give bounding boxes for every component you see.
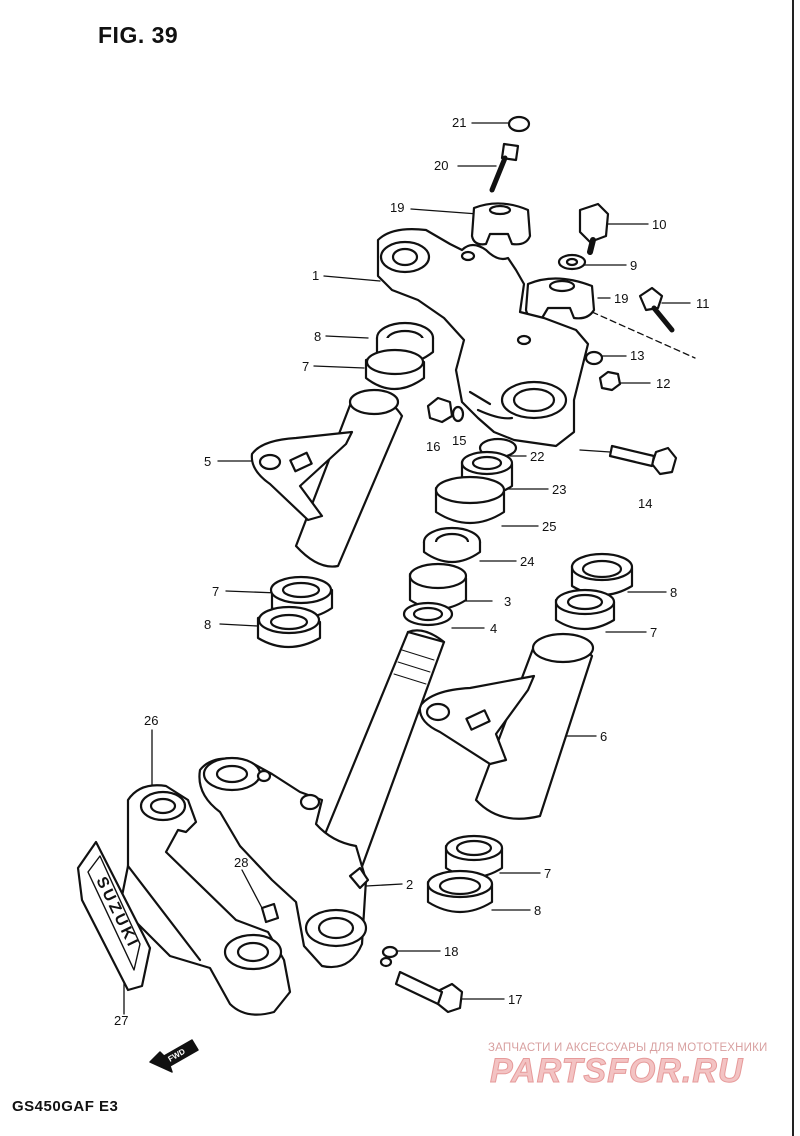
part-7-spacer-left-upper [364,348,426,390]
callout-17: 17 [508,992,523,1007]
watermark-logo: PARTSFOR.RU [489,1052,744,1091]
callout-21: 21 [452,115,467,130]
page-edge-line [792,0,794,1136]
part-8-cushion-right [570,552,634,596]
callout-28: 28 [234,855,249,870]
callout-24: 24 [520,554,535,569]
callout-12: 12 [656,376,671,391]
callout-13: 13 [630,348,645,363]
part-26-cover [118,784,292,1016]
callout-8-right: 8 [670,585,678,600]
figure-title: FIG. 39 [98,22,179,48]
callout-6: 6 [600,729,608,744]
part-1-upper-bracket [376,228,590,448]
callout-20: 20 [434,158,449,173]
part-2-steering-stem [314,629,446,874]
callout-27: 27 [114,1013,129,1028]
part-8-cushion-right-lower [426,869,494,913]
callout-2: 2 [406,877,414,892]
part-7-spacer-right-lower [444,834,504,879]
part-17-bolt [394,970,464,1014]
part-16-nut [426,396,454,424]
callout-7-right: 7 [650,625,658,640]
part-28-clip [260,902,280,924]
part-27-nameplate [76,840,152,992]
callout-11: 11 [696,296,710,311]
part-18-washer [379,945,399,968]
callout-7-right-lower: 7 [544,866,552,881]
part-13-washer [584,350,604,366]
part-20-bolt [489,142,520,193]
model-code: GS450GAF E3 [12,1098,119,1115]
callout-8-left-lower: 8 [204,617,212,632]
part-8-cushion-left-lower [256,605,322,648]
callout-3: 3 [504,594,512,609]
callout-1: 1 [312,268,320,283]
part-10-bolt [578,202,610,255]
part-7-spacer-right [554,588,616,630]
callout-15: 15 [452,433,467,448]
part-15-washer [451,405,465,423]
part-25-cover [434,475,506,524]
part-12-nut [598,370,622,392]
part-14-bolt [608,444,678,476]
callout-19: 19 [390,200,405,215]
part-5-bracket-left [250,388,404,568]
callout-9: 9 [630,258,638,273]
watermark-tagline: ЗАПЧАСТИ И АКСЕССУАРЫ ДЛЯ МОТОТЕХНИКИ [488,1042,768,1054]
callout-23: 23 [552,482,567,497]
part-11-bolt [638,286,675,333]
callout-16: 16 [426,439,441,454]
callout-10: 10 [652,217,667,232]
part-19-holder-lower [524,277,596,320]
callout-8-left-upper: 8 [314,329,322,344]
part-19-holder-upper [470,202,532,246]
part-21-cap [507,115,531,133]
callout-7-left-upper: 7 [302,359,310,374]
callout-25: 25 [542,519,557,534]
callout-4: 4 [490,621,498,636]
part-4-race [402,601,454,627]
part-2-lower-bracket [198,756,370,969]
part-9-washer [557,253,587,271]
callout-19-lower: 19 [614,291,629,306]
callout-7-left-lower: 7 [212,584,220,599]
fwd-arrow-icon [149,1039,199,1073]
callout-5: 5 [204,454,212,469]
part-24-bearing-race [422,526,482,563]
callout-8-right-lower: 8 [534,903,542,918]
callout-14: 14 [638,496,653,511]
callout-26: 26 [144,713,159,728]
part-3-bearing [408,562,468,611]
callout-22: 22 [530,449,545,464]
callout-18: 18 [444,944,459,959]
part-6-bracket-right [418,632,595,820]
